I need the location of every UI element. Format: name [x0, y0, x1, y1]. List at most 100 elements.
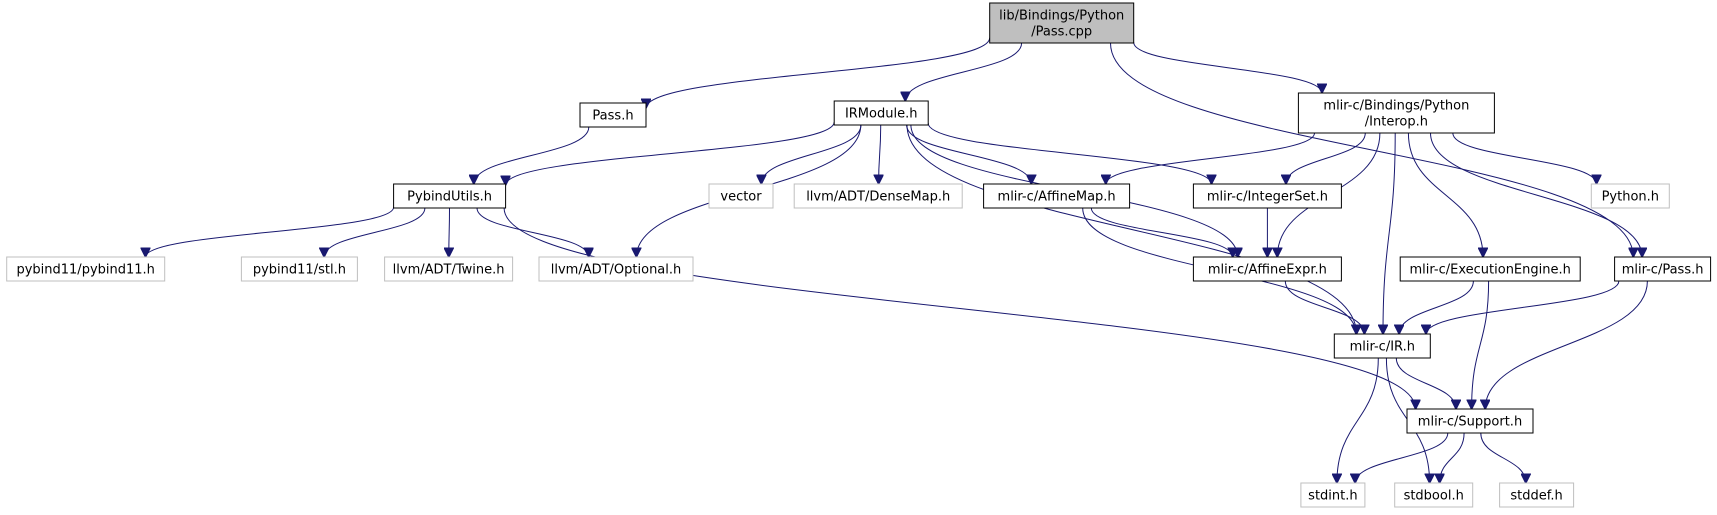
- edge-root-to-pass_h: [646, 37, 991, 108]
- node-label: mlir-c/IR.h: [1350, 340, 1415, 355]
- edge-support_h-to-stddef_h: [1480, 432, 1526, 483]
- node-box: [1399, 256, 1581, 282]
- edge-root-to-irmodule_h: [905, 42, 1023, 101]
- edge-support_h-to-stdint_h: [1355, 432, 1449, 483]
- edge-pass_h-to-pybindutils_h: [474, 126, 590, 184]
- node-twine-h: llvm/ADT/Twine.h: [384, 256, 514, 282]
- node-box: [240, 256, 358, 282]
- node-box: [793, 183, 963, 209]
- node-label: Pass.h: [592, 109, 633, 124]
- node-box: [1300, 482, 1366, 508]
- node-vector: vector: [708, 183, 774, 209]
- node-box: [1406, 408, 1534, 434]
- node-label: mlir-c/ExecutionEngine.h: [1410, 263, 1571, 278]
- node-pybindutils-h[interactable]: PybindUtils.h: [393, 183, 507, 209]
- node-irmodule-h[interactable]: IRModule.h: [833, 100, 929, 126]
- node-box: [983, 183, 1131, 209]
- node-box: [1394, 482, 1474, 508]
- node-ir-h[interactable]: mlir-c/IR.h: [1333, 333, 1431, 359]
- node-box: [1590, 183, 1670, 209]
- node-label: PybindUtils.h: [407, 190, 492, 205]
- node-label: pybind11/pybind11.h: [16, 263, 154, 278]
- node-label: mlir-c/Bindings/Python: [1323, 99, 1469, 114]
- node-root[interactable]: lib/Bindings/Python/Pass.cpp: [989, 2, 1135, 44]
- edge-interop_h-to-cpass_h: [1430, 132, 1643, 257]
- node-box: [1192, 183, 1342, 209]
- node-label: mlir-c/Pass.h: [1622, 263, 1704, 278]
- node-label: pybind11/stl.h: [253, 263, 346, 278]
- edge-interop_h-to-ir_h: [1383, 132, 1396, 334]
- edge-root-to-cpass_h: [1110, 42, 1634, 257]
- node-stddef-h: stddef.h: [1499, 482, 1575, 508]
- node-densemap-h: llvm/ADT/DenseMap.h: [793, 183, 963, 209]
- node-box: [1614, 256, 1712, 282]
- node-label: mlir-c/AffineMap.h: [998, 190, 1116, 205]
- node-label: llvm/ADT/Optional.h: [551, 263, 682, 278]
- node-optional-h: llvm/ADT/Optional.h: [538, 256, 694, 282]
- node-label: mlir-c/Support.h: [1418, 415, 1522, 430]
- node-label: /Pass.cpp: [1031, 25, 1092, 40]
- node-pass-h[interactable]: Pass.h: [579, 102, 647, 128]
- node-label: mlir-c/IntegerSet.h: [1207, 190, 1328, 205]
- edge-irmodule_h-to-ir_h: [906, 124, 1357, 334]
- edge-ir_h-to-stdint_h: [1337, 357, 1379, 483]
- edge-cpass_h-to-support_h: [1485, 280, 1648, 409]
- node-box: [1297, 92, 1495, 134]
- edge-pybindutils_h-to-support_h: [503, 207, 1416, 409]
- node-python-h: Python.h: [1590, 183, 1670, 209]
- node-stl-h: pybind11/stl.h: [240, 256, 358, 282]
- node-box: [989, 2, 1135, 44]
- node-affinemap-h[interactable]: mlir-c/AffineMap.h: [983, 183, 1131, 209]
- edge-irmodule_h-to-integerset_h: [927, 122, 1211, 184]
- node-label: stdbool.h: [1404, 489, 1464, 504]
- node-stdbool-h: stdbool.h: [1394, 482, 1474, 508]
- edge-irmodule_h-to-pybindutils_h: [506, 121, 835, 185]
- node-label: IRModule.h: [845, 107, 918, 122]
- node-label: mlir-c/AffineExpr.h: [1208, 263, 1327, 278]
- edge-irmodule_h-to-vector: [761, 124, 862, 184]
- node-box: [538, 256, 694, 282]
- node-support-h[interactable]: mlir-c/Support.h: [1406, 408, 1534, 434]
- node-label: Python.h: [1602, 190, 1659, 205]
- edge-execengine_h-to-ir_h: [1399, 280, 1474, 334]
- node-box: [579, 102, 647, 128]
- node-box: [393, 183, 507, 209]
- node-affineexpr-h[interactable]: mlir-c/AffineExpr.h: [1192, 256, 1342, 282]
- edge-cpass_h-to-ir_h: [1426, 280, 1620, 334]
- edge-pybindutils_h-to-twine_h: [449, 207, 450, 257]
- node-integerset-h[interactable]: mlir-c/IntegerSet.h: [1192, 183, 1342, 209]
- node-box: [833, 100, 929, 126]
- node-cpass-h[interactable]: mlir-c/Pass.h: [1614, 256, 1712, 282]
- edge-pybindutils_h-to-optional_h: [476, 207, 589, 257]
- edge-affineexpr_h-to-ir_h: [1284, 280, 1364, 334]
- edge-ir_h-to-support_h: [1395, 357, 1456, 409]
- node-box: [708, 183, 774, 209]
- edges-layer: [146, 37, 1648, 483]
- edge-pybindutils_h-to-pybind11_h: [146, 207, 395, 257]
- node-box: [1192, 256, 1342, 282]
- node-box: [6, 256, 166, 282]
- edge-irmodule_h-to-affinemap_h: [906, 124, 1032, 184]
- edge-interop_h-to-execengine_h: [1407, 132, 1483, 257]
- node-pybind11-h: pybind11/pybind11.h: [6, 256, 166, 282]
- edge-interop_h-to-affinemap_h: [1106, 132, 1315, 184]
- edge-interop_h-to-python_h: [1452, 132, 1597, 184]
- edge-execengine_h-to-support_h: [1472, 280, 1490, 409]
- edge-interop_h-to-integerset_h: [1286, 132, 1366, 184]
- node-box: [1333, 333, 1431, 359]
- node-box: [384, 256, 514, 282]
- node-box: [1499, 482, 1575, 508]
- edge-irmodule_h-to-densemap_h: [879, 124, 881, 184]
- edge-support_h-to-stdbool_h: [1440, 432, 1465, 483]
- node-label: vector: [720, 190, 762, 205]
- node-stdint-h: stdint.h: [1300, 482, 1366, 508]
- node-label: stdint.h: [1308, 489, 1357, 504]
- node-interop-h[interactable]: mlir-c/Bindings/Python/Interop.h: [1297, 92, 1495, 134]
- edge-affinemap_h-to-affineexpr_h: [1090, 207, 1232, 257]
- node-label: /Interop.h: [1365, 115, 1428, 130]
- edge-pybindutils_h-to-stl_h: [324, 207, 426, 257]
- node-execengine-h[interactable]: mlir-c/ExecutionEngine.h: [1399, 256, 1581, 282]
- edge-root-to-interop_h: [1133, 42, 1322, 93]
